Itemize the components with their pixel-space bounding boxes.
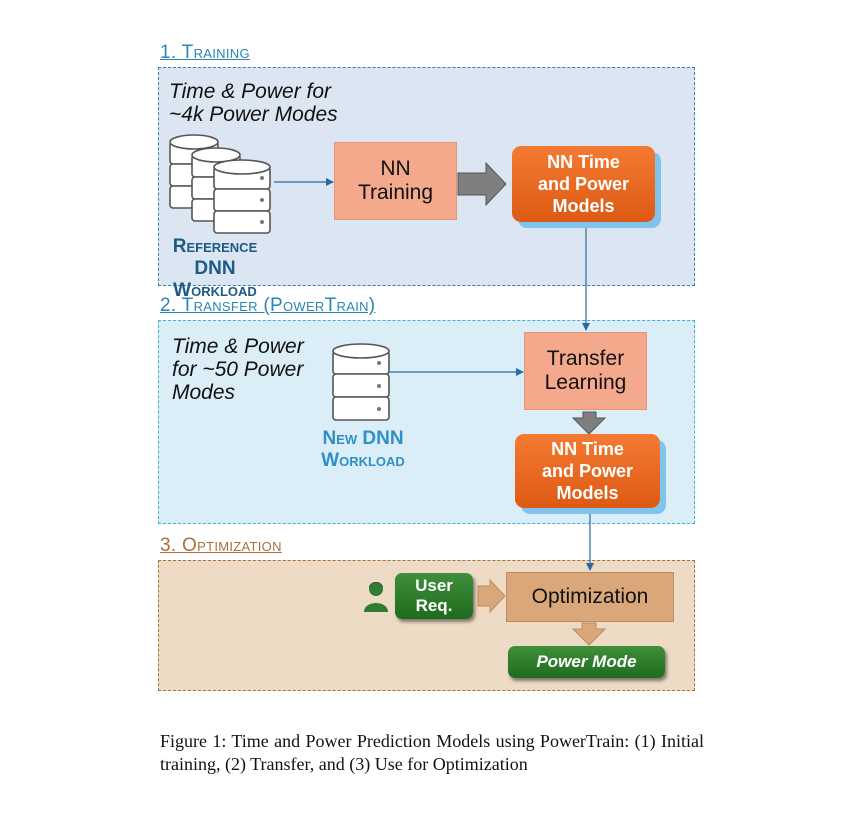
arrow-training-to-model: [457, 161, 507, 207]
transfer-learning-box: Transfer Learning: [524, 332, 647, 410]
section-title-optimization: 3. Optimization: [160, 535, 282, 556]
database-icon: [169, 134, 271, 234]
optimization-box: Optimization: [506, 572, 674, 622]
new-workload-label: New DNN Workload: [321, 428, 405, 471]
nn-training-box: NN Training: [334, 142, 457, 220]
arrow-userreq-to-optimization: [477, 578, 506, 614]
new-database-icon: [332, 343, 390, 421]
user-icon: [364, 582, 388, 612]
section-title-transfer: 2. Transfer (PowerTrain): [160, 295, 376, 316]
transfer-model-box: NN Time and Power Models: [515, 434, 660, 508]
power-mode-box: Power Mode: [508, 646, 665, 678]
arrow-optimization-to-powermode: [571, 622, 607, 646]
figure-caption: Figure 1: Time and Power Prediction Mode…: [160, 731, 704, 774]
user-requirement-box: User Req.: [395, 573, 473, 619]
training-model-box: NN Time and Power Models: [512, 146, 655, 222]
section-title-training: 1. Training: [160, 42, 250, 63]
reference-workload-label: Reference DNN Workload: [172, 236, 258, 301]
arrow-transfer-to-model: [571, 411, 607, 435]
transfer-data-label: Time & Power for ~50 Power Modes: [172, 335, 304, 404]
training-data-label: Time & Power for ~4k Power Modes: [169, 80, 338, 126]
